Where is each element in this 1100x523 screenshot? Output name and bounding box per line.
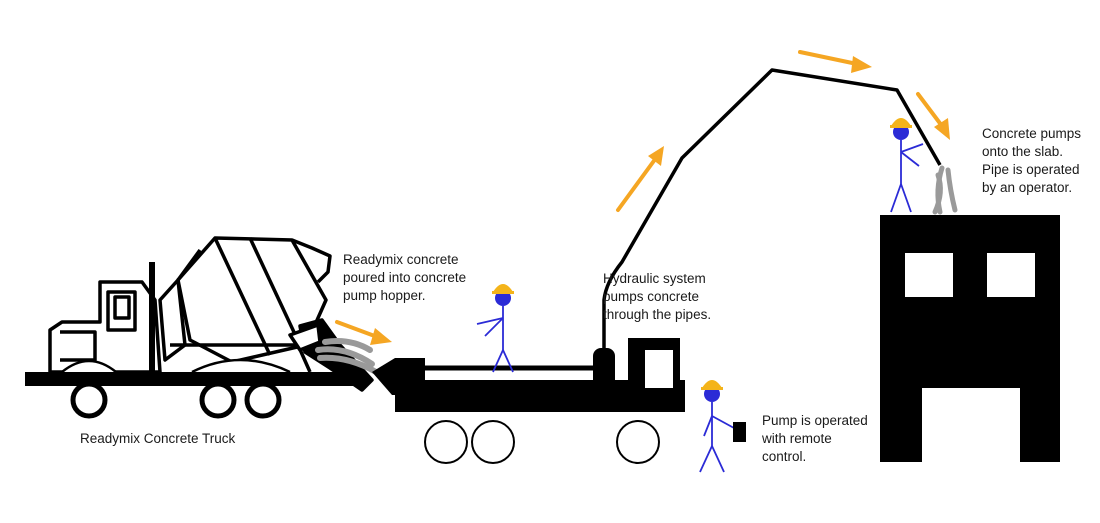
flow-arrow-icon (335, 320, 392, 345)
flow-arrows (335, 50, 950, 345)
pump-truck-wheels (424, 420, 660, 464)
pump-truck-wheel (471, 420, 515, 464)
boom-pipe (602, 68, 942, 350)
remote-label-line: with remote (762, 431, 832, 446)
truck-label-line: Readymix Concrete Truck (80, 431, 236, 446)
hydraulic-label: Hydraulic system pumps concrete through … (603, 270, 711, 324)
hopper-label: Readymix concrete poured into concrete p… (343, 251, 466, 305)
hopper-label-line: pump hopper. (343, 288, 426, 303)
hopper-label-line: Readymix concrete (343, 252, 459, 267)
remote-label-line: control. (762, 449, 807, 464)
building (880, 215, 1060, 462)
remote-control-icon (733, 422, 746, 442)
pump-truck-wheel (616, 420, 660, 464)
building-window (987, 253, 1035, 297)
truck-cab (48, 280, 162, 374)
concrete-pour-slab (932, 165, 958, 215)
slab-label-line: by an operator. (982, 180, 1073, 195)
truck-chassis (25, 372, 365, 386)
flow-arrow-icon (798, 50, 872, 73)
construction-worker-icon (699, 380, 735, 473)
truck-wheels (70, 381, 282, 419)
slab-label: Concrete pumps onto the slab. Pipe is op… (982, 125, 1081, 197)
construction-worker-icon (890, 118, 924, 213)
slab-label-line: Pipe is operated (982, 162, 1080, 177)
hydraulic-label-line: pumps concrete (603, 289, 700, 304)
truck-wheel (244, 381, 282, 419)
slab-label-line: Concrete pumps (982, 126, 1082, 141)
construction-worker-icon (476, 284, 514, 373)
hopper-label-line: poured into concrete (343, 270, 467, 285)
pump-truck-wheel (424, 420, 468, 464)
pump-truck (372, 338, 685, 412)
boom-pivot (593, 348, 615, 392)
readymix-truck (25, 236, 374, 392)
building-window (905, 253, 953, 297)
hydraulic-label-line: through the pipes. (603, 307, 712, 322)
remote-label: Pump is operated with remote control. (762, 412, 868, 466)
concrete-pour-chute (315, 338, 379, 375)
slab-label-line: onto the slab. (982, 144, 1064, 159)
flow-arrow-icon (616, 146, 664, 212)
hydraulic-label-line: Hydraulic system (603, 271, 706, 286)
truck-wheel (70, 381, 108, 419)
flow-arrow-icon (916, 92, 950, 140)
remote-label-line: Pump is operated (762, 413, 868, 428)
truck-wheel (199, 381, 237, 419)
truck-label: Readymix Concrete Truck (80, 430, 235, 448)
